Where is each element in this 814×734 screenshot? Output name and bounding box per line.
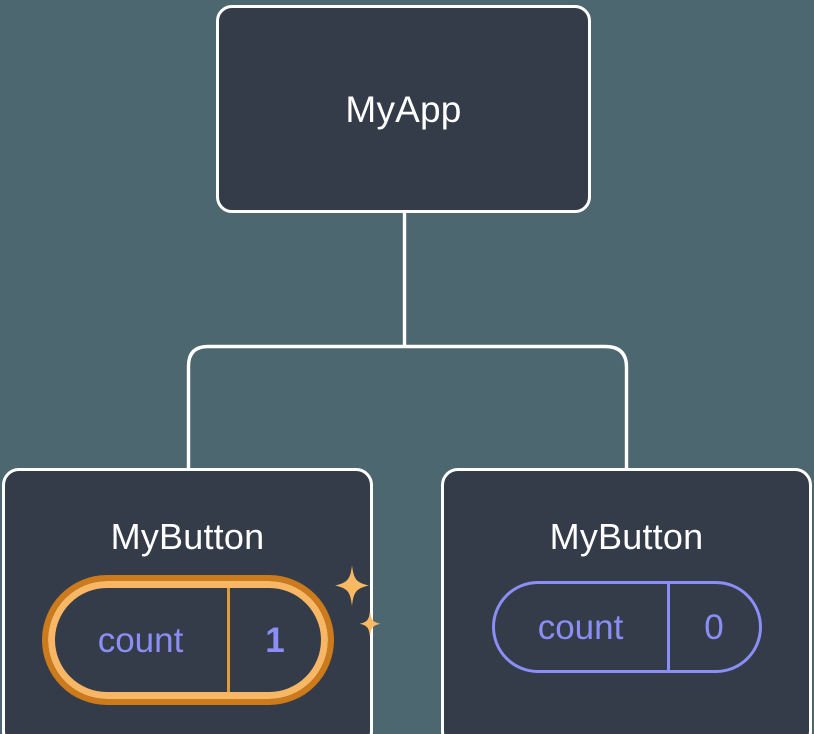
state-pill-wrapper: count 1 xyxy=(41,565,380,705)
node-mybutton-0[interactable]: MyButton count 1 xyxy=(2,468,380,734)
node-title: MyButton xyxy=(549,516,704,557)
connector-child-bus xyxy=(186,344,629,470)
node-mybutton-1[interactable]: MyButton count 0 xyxy=(441,468,812,734)
state-value: 1 xyxy=(265,620,285,660)
sparkle-icon-small xyxy=(359,611,380,637)
node-title: MyButton xyxy=(110,516,265,557)
state-pill-wrapper: count 0 xyxy=(491,581,762,673)
sparkle-icon-large xyxy=(334,565,369,606)
state-pill-highlighted[interactable]: count 1 xyxy=(41,575,334,705)
state-key: count xyxy=(55,588,230,692)
state-value: 0 xyxy=(704,607,724,647)
sparkle-group xyxy=(334,565,380,637)
state-key: count xyxy=(495,584,670,670)
node-title: MyApp xyxy=(345,88,462,130)
state-pill[interactable]: count 0 xyxy=(491,581,762,673)
node-myapp[interactable]: MyApp xyxy=(216,5,591,213)
